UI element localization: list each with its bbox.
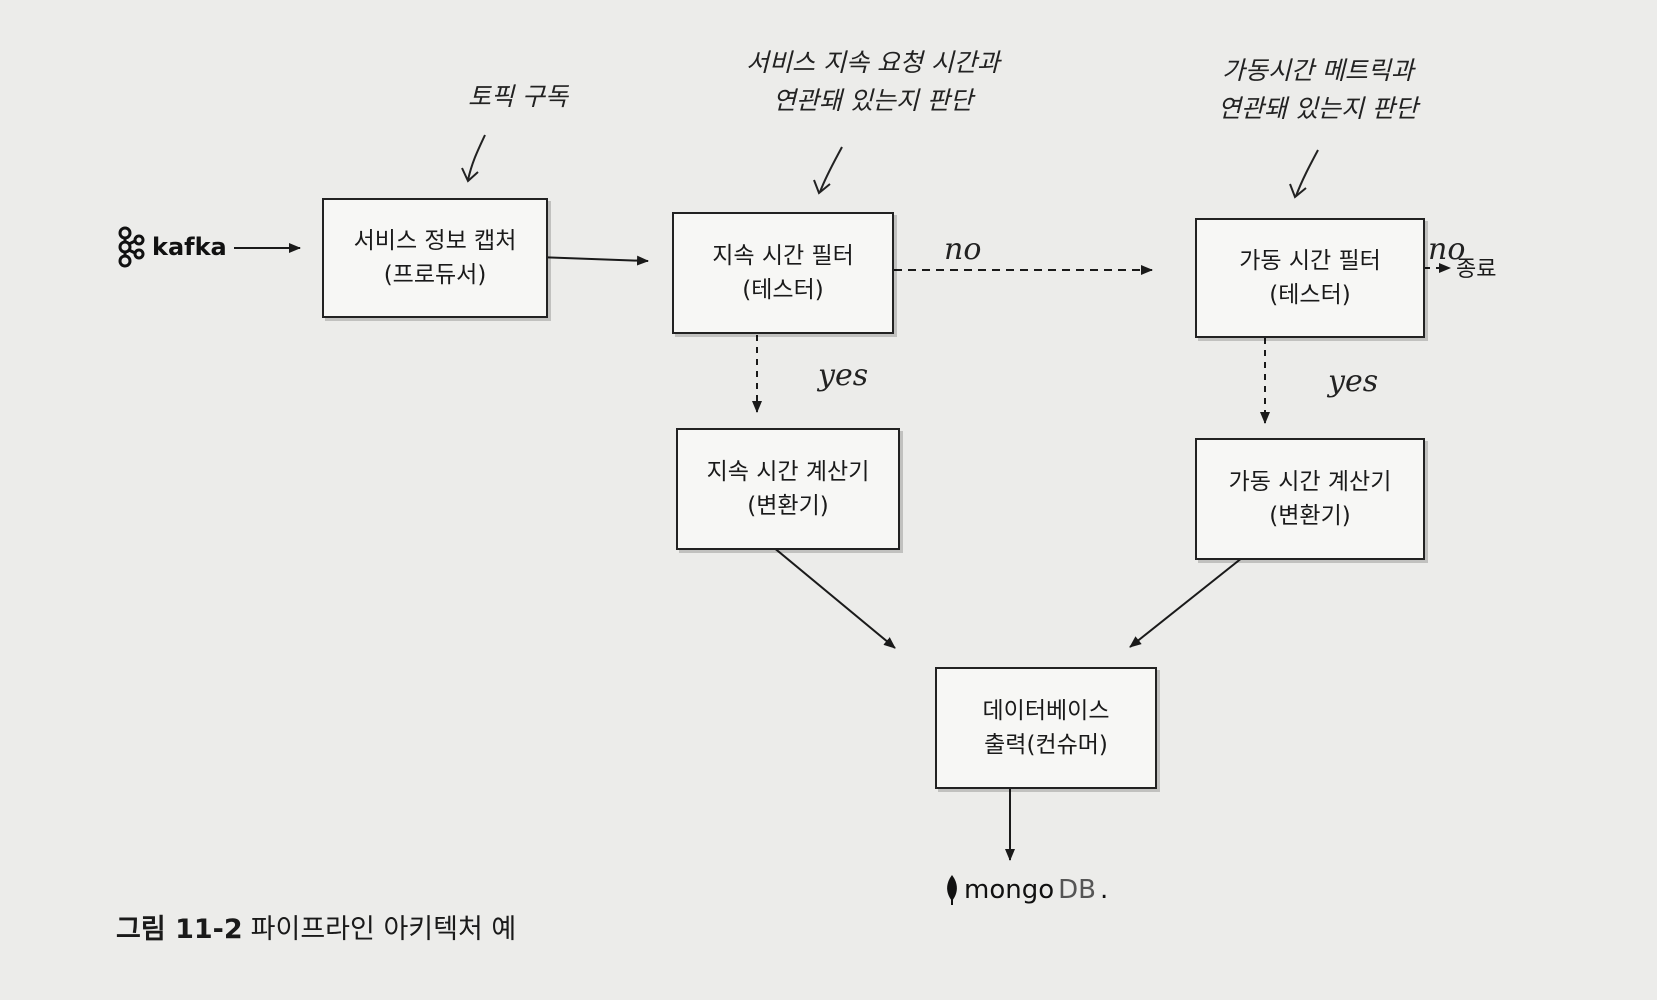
duration-annotation-line1: 서비스 지속 요청 시간과 [746,48,1000,77]
uptime-annotation-line2: 연관돼 있는지 판단 [1218,94,1418,123]
database-output-node-title: 데이터베이스 [982,698,1110,724]
topic-annotation: 토픽 구독 [468,78,568,116]
database-output-node-role: 출력(컨슈머) [984,732,1108,758]
producer-node-role: (프로듀서) [383,262,487,288]
end-label: 종료 [1456,257,1497,282]
annotation-pointer-topic-head [461,167,479,183]
duration-filter-node: 지속 시간 필터 (테스터) [672,212,894,334]
duration-filter-node-role: (테스터) [742,277,824,303]
uptime-calculator-node: 가동 시간 계산기 (변환기) [1195,438,1425,560]
uptime-annotation: 가동시간 메트릭과 연관돼 있는지 판단 [1218,52,1418,128]
producer-node-title: 서비스 정보 캡처 [353,228,517,254]
kafka-logo-icon [118,226,145,268]
duration-annotation-line2: 연관돼 있는지 판단 [772,86,973,115]
arrow-duration-calc-to-db [754,531,896,649]
mongodb-logo-suffix: . [1099,875,1109,905]
duration-calculator-node-role: (변환기) [747,493,829,519]
annotation-pointer-topic [467,134,486,181]
producer-node: 서비스 정보 캡처 (프로듀서) [322,198,548,318]
uptime-filter-no-label: no [1428,232,1466,267]
kafka-logo-text: kafka [152,233,227,261]
uptime-calculator-node-title: 가동 시간 계산기 [1228,469,1392,495]
arrow-producer-to-duration-filter [536,255,649,266]
uptime-annotation-line1: 가동시간 메트릭과 [1221,56,1414,85]
duration-calculator-node: 지속 시간 계산기 (변환기) [676,428,900,550]
uptime-filter-yes-label: yes [1328,364,1379,399]
mongodb-leaf-icon [947,875,957,905]
uptime-filter-node-title: 가동 시간 필터 [1239,248,1381,274]
duration-filter-node-title: 지속 시간 필터 [712,243,854,269]
annotation-pointer-uptime [1295,149,1319,197]
mongodb-logo-text-mongo: mongo [964,875,1055,905]
uptime-filter-node-role: (테스터) [1269,282,1351,308]
annotation-pointer-duration [819,146,843,193]
duration-filter-no-label: no [944,232,982,267]
uptime-calculator-node-role: (변환기) [1269,503,1351,529]
kafka-logo: kafka [116,226,227,268]
duration-annotation: 서비스 지속 요청 시간과 연관돼 있는지 판단 [746,44,1000,120]
duration-filter-yes-label: yes [818,358,869,393]
annotation-pointer-duration-head [813,179,831,195]
topic-annotation-text: 토픽 구독 [468,82,568,111]
database-output-node: 데이터베이스 출력(컨슈머) [935,667,1157,789]
annotation-pointer-uptime-head [1289,183,1307,199]
uptime-filter-node: 가동 시간 필터 (테스터) [1195,218,1425,338]
duration-calculator-node-title: 지속 시간 계산기 [706,459,870,485]
figure-caption-number: 그림 11-2 [116,914,243,945]
figure-caption-text: 파이프라인 아키텍처 예 [250,914,517,945]
mongodb-logo-text-db: DB [1058,875,1096,905]
